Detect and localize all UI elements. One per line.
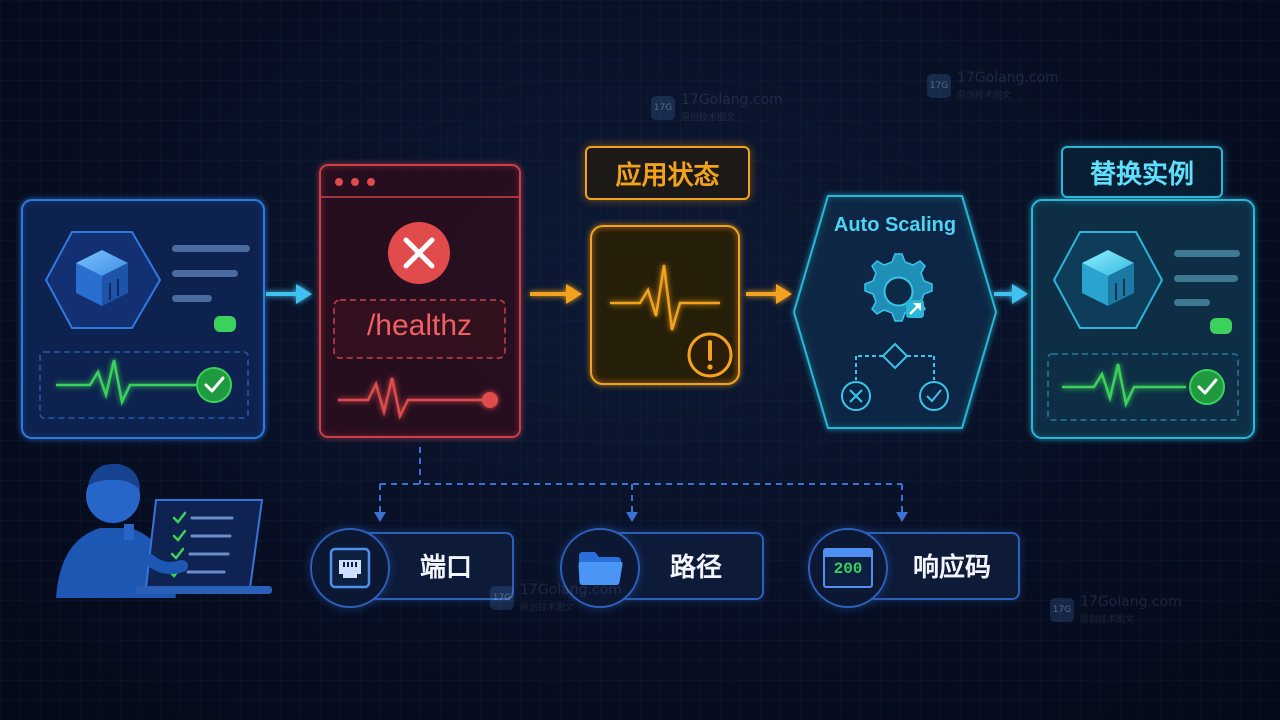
healthz-endpoint-text: /healthz bbox=[366, 309, 473, 342]
laptop-icon bbox=[136, 499, 272, 594]
check-port-label: 端口 bbox=[420, 553, 473, 583]
failed-healthcheck-card[interactable] bbox=[319, 164, 521, 438]
error-x-icon bbox=[388, 222, 450, 284]
check-path-label: 路径 bbox=[670, 553, 723, 583]
check-circle-icon bbox=[196, 367, 232, 403]
replacement-instance-card[interactable] bbox=[1031, 199, 1255, 439]
decision-flow-icon bbox=[841, 342, 949, 411]
scale-arrow-icon bbox=[906, 300, 924, 318]
check-status-code-label: 响应码 bbox=[913, 553, 992, 583]
ethernet-port-icon bbox=[310, 528, 390, 608]
flow-arrow-3 bbox=[746, 284, 792, 304]
text-lines-placeholder bbox=[1174, 250, 1240, 306]
checklist-icon bbox=[168, 511, 234, 578]
replace-instance-label: 替换实例 bbox=[1061, 146, 1223, 198]
text-lines-placeholder bbox=[172, 245, 250, 302]
auto-scaling-title: Auto Scaling bbox=[833, 214, 957, 236]
status-indicator bbox=[1210, 318, 1232, 334]
watermark: 17G 17Golang.com 原创技术图文 bbox=[651, 92, 783, 124]
watermark: 17G 17Golang.com 原创技术图文 bbox=[927, 70, 1059, 102]
heartbeat-line bbox=[1062, 363, 1186, 408]
flow-arrow-4 bbox=[994, 284, 1028, 304]
auto-scaling-hexagon[interactable] bbox=[792, 195, 998, 429]
flow-arrow-1 bbox=[266, 284, 312, 304]
window-dots bbox=[335, 178, 375, 186]
failing-heartbeat-line bbox=[338, 377, 488, 420]
warning-exclamation-icon bbox=[687, 332, 733, 378]
watermark-logo: 17G bbox=[490, 586, 514, 610]
warning-heartbeat-line bbox=[610, 264, 720, 331]
healthy-instance-card[interactable] bbox=[21, 199, 265, 439]
cube-icon bbox=[76, 250, 128, 306]
watermark: 17G 17Golang.com 原创技术图文 bbox=[1050, 594, 1182, 626]
watermark-logo: 17G bbox=[1050, 598, 1074, 622]
watermark-logo: 17G bbox=[651, 96, 675, 120]
cube-icon bbox=[1082, 250, 1134, 306]
connector-arrowheads bbox=[374, 512, 908, 522]
app-state-label: 应用状态 bbox=[585, 146, 750, 200]
folder-icon bbox=[560, 528, 640, 608]
heartbeat-line bbox=[56, 359, 196, 407]
status-code-icon: 200 bbox=[808, 528, 888, 608]
app-state-card[interactable] bbox=[590, 225, 740, 385]
status-indicator bbox=[214, 316, 236, 332]
check-circle-icon bbox=[1189, 369, 1225, 405]
healthcheck-connectors bbox=[379, 447, 903, 512]
watermark: 17G 17Golang.com 原创技术图文 bbox=[490, 582, 622, 614]
engineer-illustration bbox=[56, 463, 272, 598]
watermark-logo: 17G bbox=[927, 74, 951, 98]
flow-arrow-2 bbox=[530, 284, 582, 304]
